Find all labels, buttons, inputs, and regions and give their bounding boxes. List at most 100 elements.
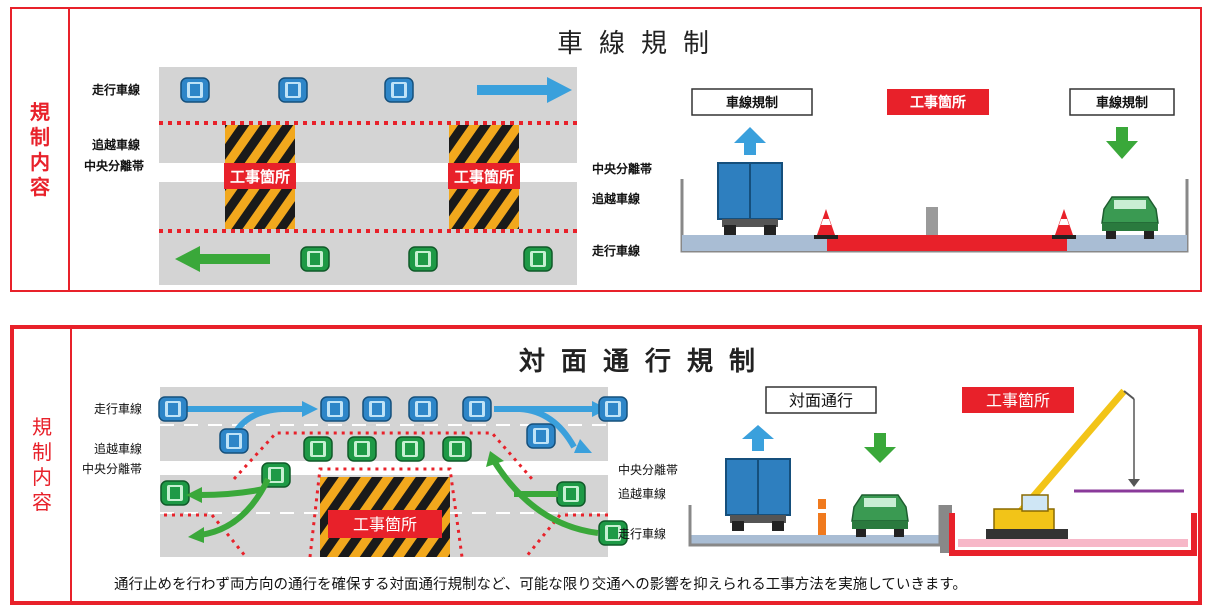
- green-car: [851, 494, 909, 538]
- green-car: [1101, 196, 1159, 240]
- section-label-box: [887, 89, 989, 115]
- panel-title: 対面通行規制: [519, 347, 772, 377]
- section-label-box: [1069, 88, 1175, 116]
- side-char: 内: [32, 465, 52, 489]
- side-char: 規: [30, 99, 50, 124]
- traffic-cone: [814, 209, 838, 239]
- lane-label: 追越車線: [618, 486, 666, 501]
- side-char: 規: [32, 415, 52, 439]
- two-way-restriction-panel: 規 制 内 容 対面通行規制 工事箇所: [10, 325, 1202, 605]
- blue-car: [158, 396, 188, 422]
- work-zone-label: 工事箇所: [454, 168, 514, 186]
- panel-title: 車線規制: [557, 29, 726, 59]
- lane-label: 走行車線: [92, 82, 140, 97]
- arrow-right: [477, 77, 572, 103]
- work-zone-label-bg: [328, 510, 442, 538]
- blue-car: [598, 396, 628, 422]
- section-label-box: [765, 386, 877, 414]
- arrowhead: [302, 401, 318, 417]
- side-char: 制: [30, 124, 50, 149]
- lane-label: 追越車線: [592, 191, 640, 206]
- work-zone-label-bg: [224, 163, 296, 189]
- work-zone-label: 工事箇所: [353, 515, 417, 534]
- truck: [725, 458, 791, 532]
- section-label: 対面通行: [789, 391, 853, 410]
- arrowhead: [186, 487, 202, 503]
- lane-label: 追越車線: [94, 441, 142, 456]
- traffic-cone: [1052, 209, 1076, 239]
- flow-arrow: [199, 486, 265, 498]
- side-label: 規 制 内 容: [12, 9, 70, 290]
- side-char: 内: [30, 149, 50, 174]
- arrowhead: [486, 451, 504, 467]
- blue-car: [362, 396, 392, 422]
- blue-car: [219, 428, 249, 454]
- crane-cab: [1021, 494, 1049, 512]
- arrowhead: [188, 527, 204, 543]
- blue-car: [462, 396, 492, 422]
- arrowhead: [574, 439, 592, 453]
- work-zone-outline: [949, 513, 1197, 556]
- lane-restriction-diagram: 工事箇所 工事箇所 走行車線 追越車線 中央分離帯 中央分離帯 追越車線 走行車…: [84, 67, 1189, 285]
- blue-car: [278, 77, 308, 103]
- arrow-up: [734, 127, 766, 155]
- lane-label: 追越車線: [92, 137, 140, 152]
- flow-arrow: [491, 459, 599, 536]
- green-car: [303, 436, 333, 462]
- section-label: 工事箇所: [910, 94, 966, 111]
- description-note: 通行止めを行わず両方向の通行を確保する対面通行規制など、可能な限り交通への影響を…: [114, 577, 967, 593]
- blue-car: [526, 423, 556, 449]
- side-label: 規 制 内 容: [14, 329, 72, 601]
- median-barrier: [926, 207, 938, 235]
- green-car: [556, 481, 586, 507]
- work-zone-label: 工事箇所: [230, 168, 290, 186]
- blue-car: [180, 77, 210, 103]
- arrow-left: [175, 246, 270, 272]
- lane-label: 中央分離帯: [618, 462, 678, 477]
- lane-label: 中央分離帯: [592, 161, 652, 176]
- section-label-box: [962, 387, 1074, 413]
- two-way-restriction-diagram: 工事箇所 走: [82, 386, 1197, 558]
- cone-line: [164, 513, 248, 558]
- road-surface: [690, 535, 940, 545]
- green-car: [408, 246, 438, 272]
- green-car: [300, 246, 330, 272]
- work-zone-surface: [958, 539, 1188, 547]
- arrow-down: [1106, 127, 1138, 159]
- lane-label: 中央分離帯: [82, 461, 142, 476]
- green-car: [442, 436, 472, 462]
- flow-arrow: [199, 477, 271, 538]
- work-zone-label-bg: [448, 163, 520, 189]
- arrow-down: [864, 433, 896, 463]
- side-char: 容: [30, 174, 50, 199]
- side-char: 制: [32, 440, 52, 464]
- lane-label: 中央分離帯: [84, 158, 144, 173]
- traffic-post: [818, 499, 826, 535]
- green-car: [347, 436, 377, 462]
- lane-restriction-panel: 規 制 内 容 車線規制 工事箇所 工事箇所 走行車線 追越車線 中央分離帯 中…: [10, 7, 1202, 292]
- cone-line: [308, 467, 464, 558]
- flow-arrow: [519, 406, 577, 449]
- blue-car: [408, 396, 438, 422]
- crane-hook: [1128, 479, 1140, 487]
- crane-tip: [1123, 390, 1135, 400]
- side-char: 容: [32, 490, 52, 514]
- section-label-box: [691, 88, 813, 116]
- section-label: 車線規制: [726, 95, 778, 111]
- crane-body: [993, 508, 1055, 532]
- post-stripe: [818, 509, 826, 513]
- lane-label: 走行車線: [592, 243, 640, 258]
- green-car: [523, 246, 553, 272]
- cone-line: [232, 431, 534, 481]
- section-label: 工事箇所: [986, 391, 1050, 410]
- green-car: [395, 436, 425, 462]
- arrow-up: [742, 425, 774, 451]
- lane-label: 走行車線: [94, 401, 142, 416]
- blue-car: [384, 77, 414, 103]
- crane-track: [986, 529, 1068, 539]
- truck: [717, 162, 783, 236]
- green-car: [160, 480, 190, 506]
- cone-line: [524, 513, 608, 558]
- blue-car: [320, 396, 350, 422]
- lane-label: 走行車線: [618, 526, 666, 541]
